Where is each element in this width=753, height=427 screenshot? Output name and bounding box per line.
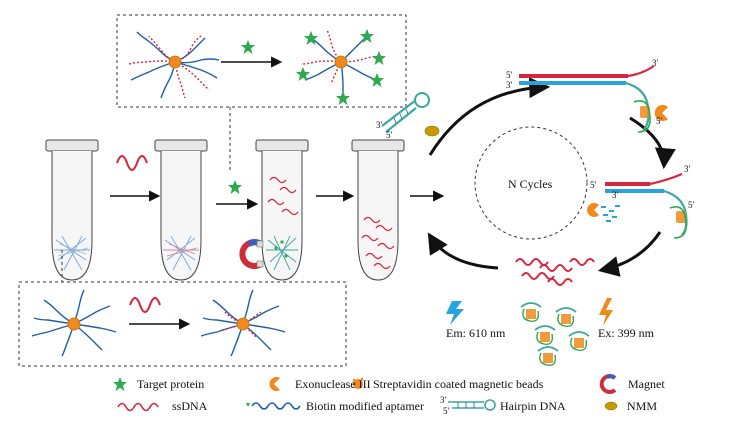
target-protein-icon xyxy=(241,40,255,54)
legend-target-icon xyxy=(113,377,127,391)
tube-4 xyxy=(351,139,405,281)
legend-nmm: NMM xyxy=(627,399,658,413)
tube-2 xyxy=(154,139,208,281)
middle-duplex-5prime-end-label: 5' xyxy=(688,200,695,210)
legend-hairpin-5prime: 5' xyxy=(443,406,450,416)
legend-nmm-icon xyxy=(604,401,618,411)
legend-aptamer-icon xyxy=(246,402,301,410)
tube-sequence xyxy=(45,139,445,281)
duplex-middle xyxy=(605,172,688,239)
middle-duplex-3prime-end-label: 3' xyxy=(684,164,691,174)
target-addition-arrow xyxy=(216,180,259,210)
amplification-cycle xyxy=(381,65,688,366)
legend-aptamer: Biotin modified aptamer xyxy=(306,399,424,413)
aptamer-bead-complex-bottom-left xyxy=(31,289,117,357)
excitation-bolt-icon xyxy=(599,298,613,326)
excitation-label: Ex: 399 nm xyxy=(598,326,654,340)
aptamer-ssdna-complex-bottom-right xyxy=(200,289,286,357)
legend-hairpin: Hairpin DNA xyxy=(500,399,566,413)
top-binding-inset xyxy=(116,14,407,172)
tube-3 xyxy=(255,139,309,281)
hairpin-dna-icon xyxy=(381,92,430,133)
n-cycles-label: N Cycles xyxy=(508,177,553,191)
top-duplex-3prime-blue-label: 3' xyxy=(506,80,513,90)
legend-exonuclease-icon xyxy=(269,377,280,392)
g-quadruplex-complexes xyxy=(520,302,590,366)
aptamer-target-complex xyxy=(296,29,386,105)
hairpin-5prime-label: 5' xyxy=(386,130,393,140)
tube-1 xyxy=(45,139,99,281)
nmm-molecule xyxy=(424,125,440,137)
legend-beads: Streptavidin coated magnetic beads xyxy=(373,377,544,391)
legend-bead-icon xyxy=(352,377,364,389)
top-duplex-5prime-red-label: 5' xyxy=(506,70,513,80)
middle-duplex-5prime-label: 5' xyxy=(590,180,597,190)
middle-duplex-3prime-label: 3' xyxy=(612,190,619,200)
legend-magnet: Magnet xyxy=(628,377,665,391)
legend-hairpin-3prime: 3' xyxy=(440,395,447,405)
aptamer-bead-complex-left xyxy=(128,31,220,99)
legend-magnet-icon xyxy=(599,374,617,394)
legend-hairpin-icon xyxy=(448,399,496,411)
top-duplex-5prime-hairpin-label: 5' xyxy=(656,116,663,126)
bottom-hybridization-inset xyxy=(18,250,347,367)
emission-label: Em: 610 nm xyxy=(446,326,506,340)
exonuclease-icon-small xyxy=(587,203,599,217)
top-duplex-3prime-label: 3' xyxy=(652,58,659,68)
legend-exonuclease: Exonuclease III xyxy=(295,377,371,391)
released-ssdna xyxy=(515,258,595,286)
legend-ssdna-icon xyxy=(117,402,159,412)
legend-target-protein: Target protein xyxy=(137,377,205,391)
legend-icons xyxy=(113,374,618,412)
nucleotide-fragments xyxy=(601,205,620,222)
ssdna-addition-arrow xyxy=(110,155,161,202)
legend-ssdna: ssDNA xyxy=(172,399,208,413)
duplex-top xyxy=(519,65,655,133)
magnet-icon xyxy=(239,239,264,269)
emission-bolt-icon xyxy=(446,301,464,325)
exonuclease-icon xyxy=(654,105,668,121)
hairpin-3prime-label: 3' xyxy=(376,120,383,130)
